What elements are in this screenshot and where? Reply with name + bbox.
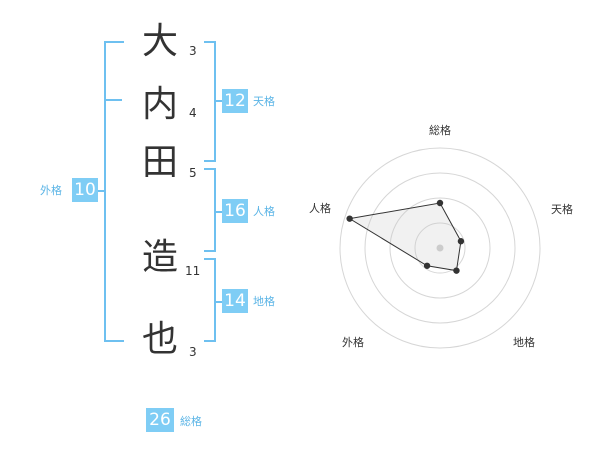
radar-center-dot	[436, 244, 444, 252]
stroke-count-3: 5	[189, 166, 197, 180]
jinkaku-label: 人格	[253, 205, 275, 218]
chikaku-connector	[214, 301, 222, 303]
stroke-count-1: 3	[189, 44, 197, 58]
tenkaku-connector	[214, 100, 222, 102]
jinkaku-bracket	[204, 168, 216, 252]
jinkaku-connector	[214, 211, 222, 213]
chikaku-label: 地格	[253, 295, 275, 308]
chikaku-bracket	[204, 258, 216, 342]
radar-axis-label-chikaku: 地格	[513, 335, 535, 349]
radar-ring	[339, 147, 541, 349]
radar-axis-label-jinkaku: 人格	[309, 201, 331, 215]
gaikaku-label: 外格	[40, 184, 62, 197]
chikaku-value: 14	[222, 289, 248, 313]
radar-axis-label-soukaku: 総格	[429, 123, 451, 137]
name-char-4: 造	[141, 237, 178, 278]
tenkaku-label: 天格	[253, 95, 275, 108]
fortune-radar-chart: 総格 天格 地格 外格 人格	[309, 123, 573, 349]
gaikaku-value: 10	[72, 178, 98, 202]
radar-point-0	[436, 199, 444, 207]
stroke-count-5: 3	[189, 345, 197, 359]
radar-point-4	[346, 215, 353, 222]
radar-points	[346, 199, 465, 274]
gaikaku-bracket	[104, 41, 124, 342]
radar-point-1	[457, 238, 465, 245]
stroke-count-4: 11	[185, 264, 201, 278]
radar-grid	[339, 147, 541, 349]
gaikaku-connector	[98, 190, 104, 192]
name-char-5: 也	[141, 319, 178, 360]
radar-ring	[414, 222, 466, 274]
name-char-1: 大	[141, 21, 178, 62]
radar-axis-label-gaikaku: 外格	[342, 335, 364, 349]
radar-data-area	[348, 202, 462, 272]
radar-axis-label-tenkaku: 天格	[551, 202, 573, 216]
soukaku-value: 26	[146, 408, 174, 432]
radar-ring	[389, 197, 491, 299]
name-char-2: 内	[141, 84, 178, 125]
radar-ring	[364, 172, 516, 324]
tenkaku-value: 12	[222, 89, 248, 113]
soukaku-label: 総格	[180, 415, 202, 428]
jinkaku-value: 16	[222, 199, 248, 223]
name-char-3: 田	[141, 142, 178, 183]
radar-point-2	[453, 267, 460, 274]
radar-point-3	[423, 262, 431, 269]
gaikaku-bracket-tick	[104, 99, 122, 101]
stroke-count-2: 4	[189, 106, 197, 120]
